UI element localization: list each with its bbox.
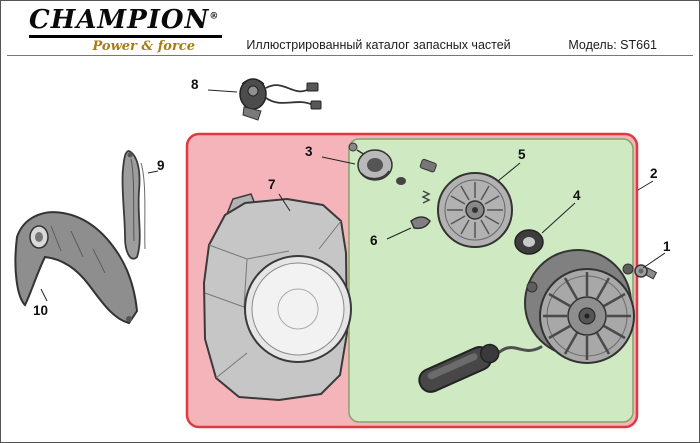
callout-1: 1 (663, 239, 671, 254)
page-title: Иллюстрированный каталог запасных частей (246, 38, 511, 52)
registered-mark: ® (209, 11, 219, 22)
part-9-bracket-art (121, 150, 146, 260)
part-6-pawl-set-art (410, 158, 437, 230)
part-1-bolt-art (634, 264, 658, 280)
callout-5: 5 (518, 147, 526, 162)
callout-8: 8 (191, 77, 199, 92)
callout-9: 9 (157, 158, 165, 173)
brand-tagline: Power & force (92, 39, 196, 55)
part-4-spring-washer-art (514, 229, 544, 255)
callout-7: 7 (268, 177, 276, 192)
part-2-recoil-starter-assembly-art (418, 249, 635, 393)
part-7-fan-housing-art (203, 193, 352, 401)
starter-handle (418, 343, 500, 393)
part-5-starter-reel-art (437, 172, 513, 248)
callout-6: 6 (370, 233, 378, 248)
brand-name: CHAMPION® (29, 6, 223, 39)
part-8-ignition-switch-art (239, 78, 322, 121)
part-3-starter-pulley-art (348, 142, 406, 185)
part-10-handle-lever-art (14, 211, 139, 325)
brand-logo: CHAMPION® Power & force (29, 6, 223, 55)
callout-10: 10 (33, 303, 49, 318)
header-separator (7, 55, 693, 56)
callout-2: 2 (650, 166, 658, 181)
callout-3: 3 (305, 144, 313, 159)
callout-4: 4 (573, 188, 581, 203)
callout-leader-lines (40, 89, 666, 302)
model-label: Модель: ST661 (568, 38, 657, 52)
